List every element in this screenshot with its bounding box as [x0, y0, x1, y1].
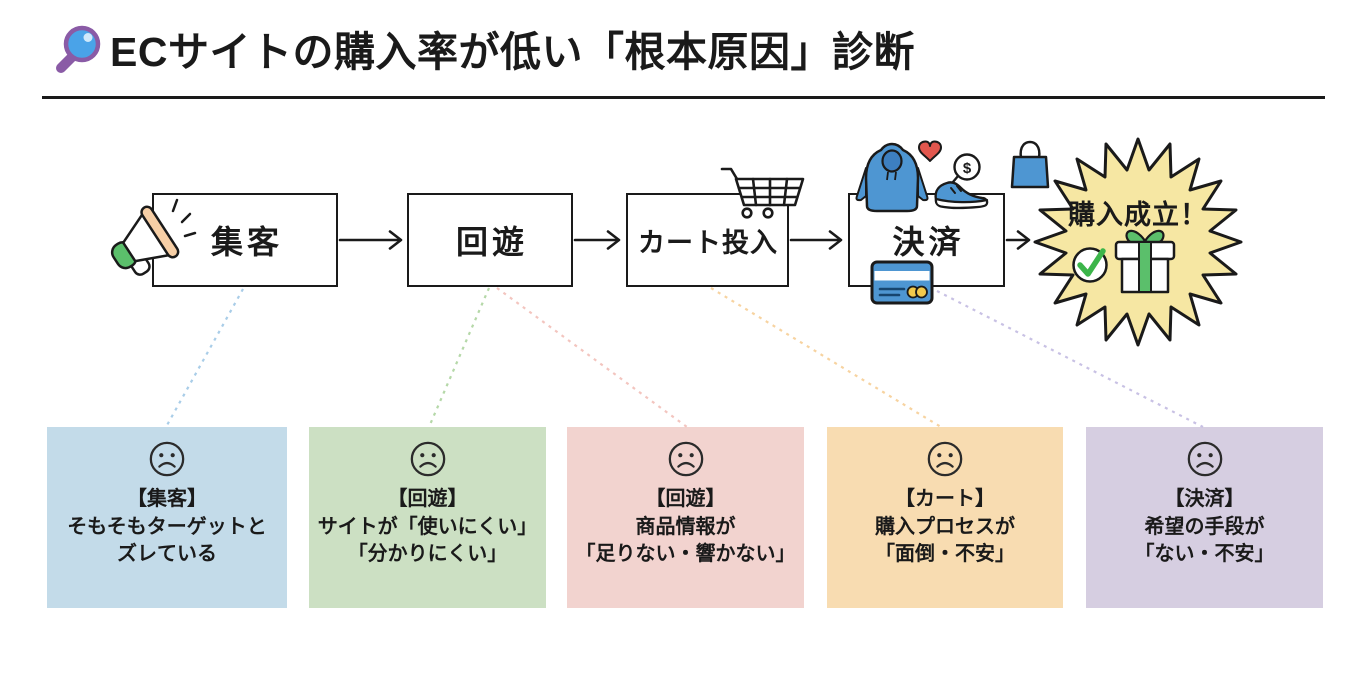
connector-line-payment	[936, 290, 1204, 428]
cause-text: 【カート】 購入プロセスが 「面倒・不安」	[827, 486, 1063, 569]
check-icon	[1072, 247, 1108, 283]
arrow-right-icon	[1005, 230, 1031, 250]
cause-heading: 【集客】	[127, 488, 207, 510]
sad-face-icon	[668, 441, 703, 477]
goal-label: 購入成立！	[1068, 200, 1208, 230]
goal-starburst	[1033, 137, 1243, 347]
heart-icon	[918, 140, 942, 162]
cause-card-attract: 【集客】 そもそもターゲットと ズレている	[47, 427, 287, 608]
stage-label: カート投入	[638, 227, 778, 258]
magnifier-icon	[56, 25, 101, 73]
magnifier-lens	[63, 25, 101, 63]
title-underline	[42, 96, 1325, 99]
stage-box-cart: カート投入	[626, 193, 789, 287]
cause-card-payment-method: 【決済】 希望の手段が 「ない・不安」	[1086, 427, 1323, 608]
gift-icon	[1114, 229, 1176, 294]
cause-heading: 【決済】	[1164, 488, 1245, 510]
connector-line-browse-usability	[427, 287, 491, 428]
cause-line: 「分かりにくい」	[347, 543, 508, 565]
cause-line: サイトが「使いにくい」	[317, 515, 538, 538]
cause-line: 購入プロセスが	[875, 515, 1015, 538]
cause-text: 【回遊】 商品情報が 「足りない・響かない」	[567, 486, 804, 569]
page-header: ECサイトの購入率が低い「根本原因」診断	[50, 18, 915, 78]
cause-line: 「ない・不安」	[1134, 543, 1275, 565]
arrow-right-icon	[573, 230, 621, 250]
stage-box-payment: 決済	[848, 193, 1005, 287]
stage-label: 回遊	[455, 224, 528, 260]
stage-label: 決済	[892, 224, 965, 260]
stage-label: 集客	[210, 224, 283, 260]
cause-text: 【回遊】 サイトが「使いにくい」 「分かりにくい」	[309, 486, 546, 569]
cause-heading: 【カート】	[895, 488, 995, 510]
sad-face-icon	[410, 441, 445, 477]
stage-box-browse: 回遊	[407, 193, 573, 287]
arrow-right-icon	[789, 230, 843, 250]
bag-icon	[1010, 140, 1050, 189]
sad-face-icon	[1187, 441, 1222, 477]
cause-line: 希望の手段が	[1144, 515, 1265, 538]
dollar-symbol: $	[963, 160, 972, 177]
cause-line: 「面倒・不安」	[875, 543, 1015, 565]
sad-face-icon	[927, 441, 963, 477]
sad-face-icon	[149, 441, 185, 477]
cause-line: そもそもターゲットと	[67, 515, 267, 538]
stage-box-attract: 集客	[152, 193, 338, 287]
lens-highlight	[83, 33, 93, 42]
connector-line-cart	[710, 287, 942, 428]
connector-line-attract	[165, 288, 244, 428]
cause-card-product-info: 【回遊】 商品情報が 「足りない・響かない」	[567, 427, 804, 608]
cause-heading: 【回遊】	[645, 488, 726, 510]
arrow-right-icon	[338, 230, 403, 250]
price-tag-icon: $	[951, 153, 981, 184]
cause-text: 【集客】 そもそもターゲットと ズレている	[47, 486, 287, 569]
cause-heading: 【回遊】	[387, 488, 468, 510]
page-title: ECサイトの購入率が低い「根本原因」診断	[110, 29, 915, 75]
cause-line: ズレている	[117, 543, 217, 565]
cause-line: 商品情報が	[635, 515, 736, 538]
connector-line-browse-info	[496, 287, 688, 428]
cause-line: 「足りない・響かない」	[575, 543, 796, 565]
cause-text: 【決済】 希望の手段が 「ない・不安」	[1086, 486, 1323, 569]
cause-card-usability: 【回遊】 サイトが「使いにくい」 「分かりにくい」	[309, 427, 546, 608]
cause-card-cart-process: 【カート】 購入プロセスが 「面倒・不安」	[827, 427, 1063, 608]
